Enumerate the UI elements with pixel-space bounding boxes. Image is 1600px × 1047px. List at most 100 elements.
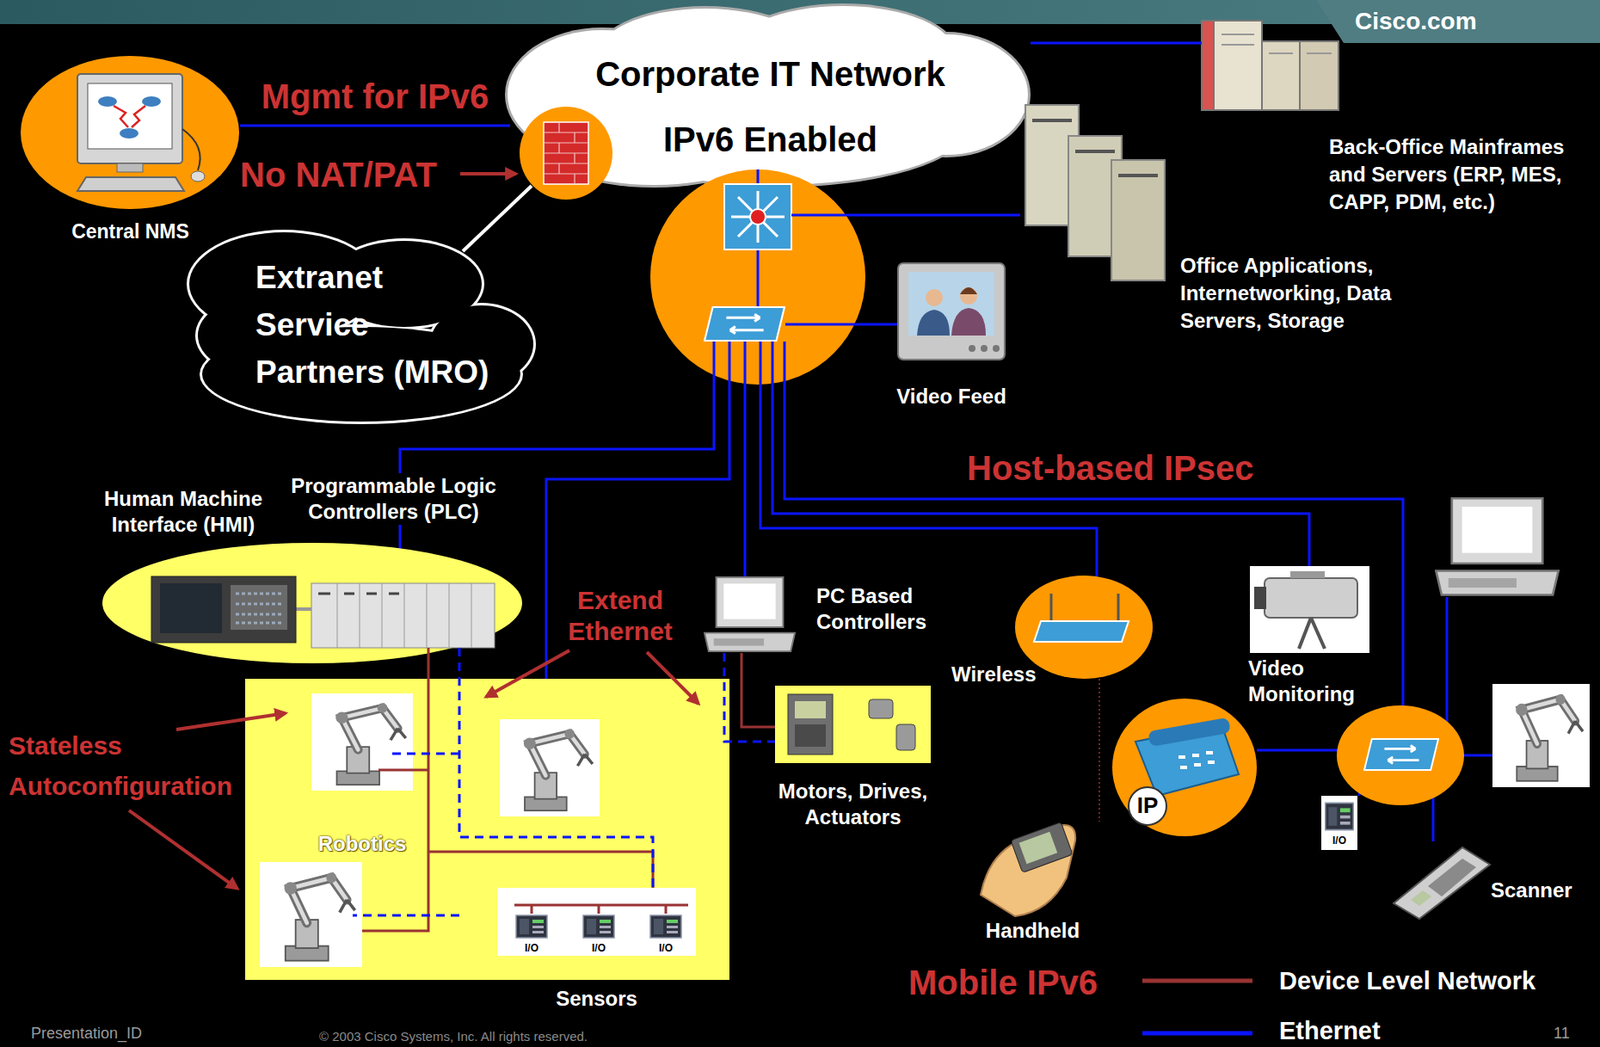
video-camera-icon <box>1264 578 1358 618</box>
mainframes <box>1201 20 1339 111</box>
robot <box>499 719 600 817</box>
server-towers <box>1111 160 1165 281</box>
mainframes <box>1299 41 1339 111</box>
node-label: Robotics <box>316 830 408 856</box>
mainframes <box>1201 20 1214 111</box>
video-feed-monitor <box>925 289 943 307</box>
wireless-ap: Wireless <box>1015 575 1153 679</box>
device-level-wires <box>428 851 653 888</box>
handheld-device-icon <box>1010 822 1073 874</box>
stateless-arrows <box>129 650 699 889</box>
callout-label: Host-based IPsec <box>966 447 1277 489</box>
core-switch <box>650 169 866 385</box>
handheld-device-icon <box>980 822 1076 917</box>
hmi-plc <box>102 542 523 664</box>
robotics-cell: RoboticsSensors <box>245 678 730 980</box>
robot <box>259 861 363 967</box>
hmi-plc-group: Human Machine Interface (HMI)Programmabl… <box>102 542 523 664</box>
wireless-access-point <box>1033 621 1129 642</box>
ip-phone <box>1112 698 1257 837</box>
ip-phone <box>1112 698 1257 837</box>
device-level-wires <box>378 769 429 772</box>
node-label: Video Feed <box>872 383 1031 409</box>
ethernet-wires <box>400 215 1493 842</box>
network-cloud: Corporate IT NetworkIPv6 Enabled <box>510 15 1031 189</box>
motors-drives <box>794 701 826 719</box>
video-feed-monitor <box>960 287 978 295</box>
node-label: Wireless <box>951 661 1042 687</box>
top-bar <box>1316 0 1600 44</box>
mainframes <box>1221 34 1332 54</box>
ethernet-wires <box>791 214 1021 217</box>
connector <box>1098 678 1101 822</box>
node-sublabel: Programmable Logic Controllers (PLC) <box>275 473 512 525</box>
hmi-plc <box>102 542 523 664</box>
server-towers <box>1032 120 1158 176</box>
nms-workstation <box>20 55 240 210</box>
node-label: Corporate IT Network <box>544 53 997 95</box>
ethernet-wires <box>744 341 747 577</box>
server-stack: Office Applications, Internetworking, Da… <box>1020 102 1179 281</box>
node-label: Central NMS <box>20 219 240 244</box>
firewall <box>543 122 589 185</box>
io-tag: I/O <box>648 941 684 954</box>
core-switch <box>731 190 785 243</box>
corporate-cloud-shape <box>504 3 1031 188</box>
core-switch <box>724 184 792 250</box>
ethernet-dashed <box>352 914 460 917</box>
io-tag: I/O <box>514 941 549 954</box>
video-feed-monitor <box>980 344 988 352</box>
io-module <box>1325 802 1354 830</box>
nms-workstation <box>20 55 240 210</box>
ethernet-dashed <box>388 752 460 756</box>
page-number: 11 <box>1553 1023 1588 1043</box>
connector <box>1030 42 1202 45</box>
node-label: Extranet Service Partners (MRO) <box>255 253 499 396</box>
node-label: Office Applications, Internetworking, Da… <box>1180 252 1415 335</box>
firewall <box>543 122 589 185</box>
hmi-plc <box>337 583 472 648</box>
server-towers <box>1025 104 1165 281</box>
sensor-panel <box>497 887 696 956</box>
callout-label: No NAT/PAT <box>240 153 456 196</box>
device-level-wires <box>362 647 429 931</box>
core-switch <box>650 169 866 385</box>
edge-label: Mgmt for IPv6 <box>246 75 505 117</box>
motors-drives <box>787 694 833 755</box>
ip-phone <box>1128 787 1167 825</box>
motor-drive-box: Motors, Drives, Actuators <box>775 685 931 764</box>
scanner-icon <box>1393 847 1490 919</box>
hmi-plc <box>151 576 296 643</box>
site-brand: Cisco.com <box>1354 6 1527 37</box>
io-module <box>650 915 682 938</box>
nms-workstation <box>77 73 183 164</box>
stateless-arrows <box>176 713 286 730</box>
ethernet-dashed <box>352 647 776 916</box>
nms-station: Central NMS <box>20 55 240 211</box>
node-label: Motors, Drives, Actuators <box>757 778 948 831</box>
pc-controller: PC Based Controllers <box>703 576 796 653</box>
video-feed-monitor <box>898 263 1005 360</box>
node-label: Sensors <box>497 985 696 1011</box>
phone-badge: IP <box>1130 791 1165 819</box>
hmi-plc <box>235 593 283 623</box>
stateless-arrows <box>129 810 238 889</box>
copyright: © 2003 Cisco Systems, Inc. All rights re… <box>319 1028 690 1045</box>
hmi-plc <box>230 584 288 630</box>
motors-drives <box>896 724 916 751</box>
connector <box>240 124 511 128</box>
video-feed-monitor <box>968 344 976 352</box>
node-label: Scanner <box>1490 877 1588 903</box>
motors-drives <box>775 685 931 764</box>
node-label: Video Monitoring <box>1248 655 1378 708</box>
callout-label: Extend Ethernet <box>560 584 681 647</box>
core-switch <box>750 209 766 225</box>
legend-text: Ethernet <box>1279 1016 1572 1045</box>
corporate-cloud-shape <box>507 6 1028 185</box>
callout-arrow <box>460 172 517 176</box>
footer-id: Presentation_ID <box>30 1023 204 1043</box>
scanner-icon <box>1410 890 1432 906</box>
ethernet-wires <box>785 323 899 327</box>
